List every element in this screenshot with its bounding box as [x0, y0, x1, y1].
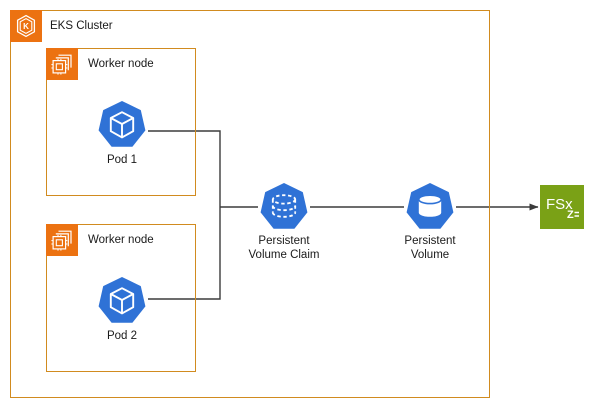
worker-node-2-label: Worker node — [88, 234, 154, 246]
amazon-fsx-icon — [540, 185, 584, 229]
connector-pod1-to-pvc — [148, 130, 221, 207]
ec2-worker-node-icon — [46, 224, 78, 256]
kubernetes-pod-icon — [96, 275, 148, 327]
pod-1-label: Pod 1 — [106, 154, 138, 166]
worker-node-2-group — [46, 224, 196, 372]
eks-cluster-label: EKS Cluster — [50, 20, 113, 32]
persistent-volume-claim-icon — [258, 181, 310, 233]
worker-node-1-group — [46, 48, 196, 196]
pod-2-label: Pod 2 — [106, 330, 138, 342]
kubernetes-pod-icon — [96, 99, 148, 151]
persistent-volume-label: Persistent Volume — [404, 235, 456, 261]
persistent-volume-icon — [404, 181, 456, 233]
eks-cluster-group — [10, 10, 490, 398]
worker-node-1-label: Worker node — [88, 58, 154, 70]
connector-pod2-to-pvc — [148, 207, 221, 300]
svg-text:K: K — [23, 22, 29, 31]
ec2-worker-node-icon — [46, 48, 78, 80]
eks-cluster-icon: K — [10, 10, 42, 42]
persistent-volume-claim-label: Persistent Volume Claim — [248, 235, 320, 261]
